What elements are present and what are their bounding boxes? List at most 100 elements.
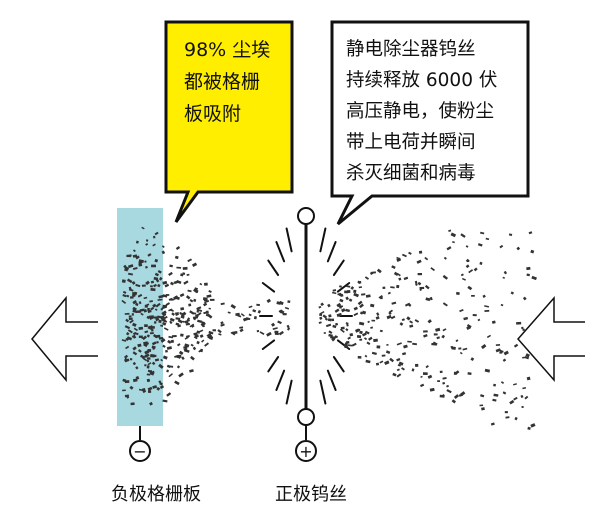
dust-particle <box>158 337 164 340</box>
dust-particle <box>364 354 368 358</box>
dust-particle <box>446 246 452 251</box>
dust-particle <box>160 316 165 319</box>
dust-particle <box>125 337 129 341</box>
dust-particle <box>427 374 433 379</box>
dust-particle <box>526 266 531 271</box>
dust-particle <box>327 303 331 308</box>
dust-particle <box>418 250 423 254</box>
dust-particle <box>287 300 291 304</box>
dust-particle <box>437 380 440 383</box>
dust-particle <box>359 330 363 335</box>
discharge-ray <box>319 379 327 405</box>
dust-particle <box>442 377 447 380</box>
dust-particle <box>147 390 152 393</box>
dust-particle <box>526 273 530 277</box>
dust-particle <box>178 350 184 356</box>
dust-particle <box>319 316 323 320</box>
dust-particle <box>473 267 478 272</box>
dust-particle <box>147 325 153 331</box>
dust-particle <box>227 311 231 314</box>
dust-particle <box>152 243 156 247</box>
dust-particle <box>239 328 244 333</box>
dust-particle <box>486 334 492 339</box>
dust-particle <box>396 357 401 362</box>
dust-particle <box>393 271 399 277</box>
dust-particle <box>155 278 160 283</box>
discharge-ray <box>267 259 280 276</box>
dust-particle <box>516 321 522 325</box>
dust-particle <box>209 298 215 301</box>
dust-particle <box>376 268 382 274</box>
dust-particle <box>149 371 155 376</box>
dust-particle <box>162 304 168 309</box>
dust-particle <box>456 291 460 295</box>
dust-particle <box>220 302 225 306</box>
dust-particle <box>137 310 142 313</box>
dust-particle <box>334 335 339 339</box>
dust-particle <box>197 309 203 312</box>
dust-particle <box>188 303 192 307</box>
dust-particle <box>189 310 195 315</box>
dust-particle <box>170 339 175 343</box>
dust-particle <box>468 269 474 274</box>
dust-particle <box>420 383 425 388</box>
discharge-ray <box>285 227 293 253</box>
dust-particle <box>505 416 510 419</box>
dust-particle <box>459 309 464 313</box>
dust-particle <box>154 258 159 263</box>
dust-particle <box>382 286 386 289</box>
dust-particle <box>151 326 156 329</box>
dust-particle <box>162 280 168 285</box>
dust-particle <box>403 344 408 349</box>
dust-particle <box>387 291 391 295</box>
dust-particle <box>132 267 138 270</box>
dust-particle <box>424 284 430 290</box>
dust-particle <box>435 327 441 332</box>
dust-particle <box>148 315 154 319</box>
dust-particle <box>279 300 284 306</box>
dust-particle <box>183 280 189 285</box>
dust-particle <box>179 293 185 298</box>
dust-particle <box>278 330 284 336</box>
grid-callout-text: 98% 尘埃 都被格栅 板吸附 <box>184 39 271 125</box>
dust-particle <box>165 349 168 353</box>
dust-particle <box>220 321 224 325</box>
discharge-ray <box>261 282 276 293</box>
dust-particle <box>146 334 151 338</box>
dust-particle <box>432 341 438 346</box>
wire-bottom-terminal <box>297 408 315 426</box>
dust-particle <box>257 309 262 314</box>
dust-particle <box>201 339 205 343</box>
dust-particle <box>126 336 133 341</box>
dust-particle <box>124 325 131 330</box>
dust-particle <box>371 351 377 356</box>
dust-particle <box>126 294 130 298</box>
dust-particle <box>516 246 521 251</box>
dust-particle <box>271 322 276 327</box>
dust-particle <box>181 356 185 361</box>
dust-particle <box>144 324 148 328</box>
dust-particle <box>206 333 210 337</box>
dust-particle <box>184 320 189 324</box>
dust-particle <box>513 343 519 348</box>
airflow-in-arrow-icon <box>517 296 585 382</box>
dust-particle <box>345 328 349 332</box>
dust-particle <box>368 336 373 341</box>
dust-particle <box>470 357 475 361</box>
dust-particle <box>142 357 148 362</box>
dust-particle <box>175 246 181 251</box>
dust-particle <box>455 370 460 375</box>
dust-particle <box>386 343 389 346</box>
dust-particle <box>153 283 157 288</box>
dust-particle <box>149 300 153 303</box>
dust-particle <box>357 280 362 285</box>
dust-particle <box>220 323 225 327</box>
dust-particle <box>439 370 443 374</box>
dust-particle <box>460 391 466 397</box>
dust-particle <box>522 296 527 301</box>
dust-particle <box>423 330 428 333</box>
dust-particle <box>187 258 192 263</box>
dust-particle <box>406 316 411 321</box>
dust-particle <box>398 277 402 281</box>
dust-particle <box>166 392 172 397</box>
